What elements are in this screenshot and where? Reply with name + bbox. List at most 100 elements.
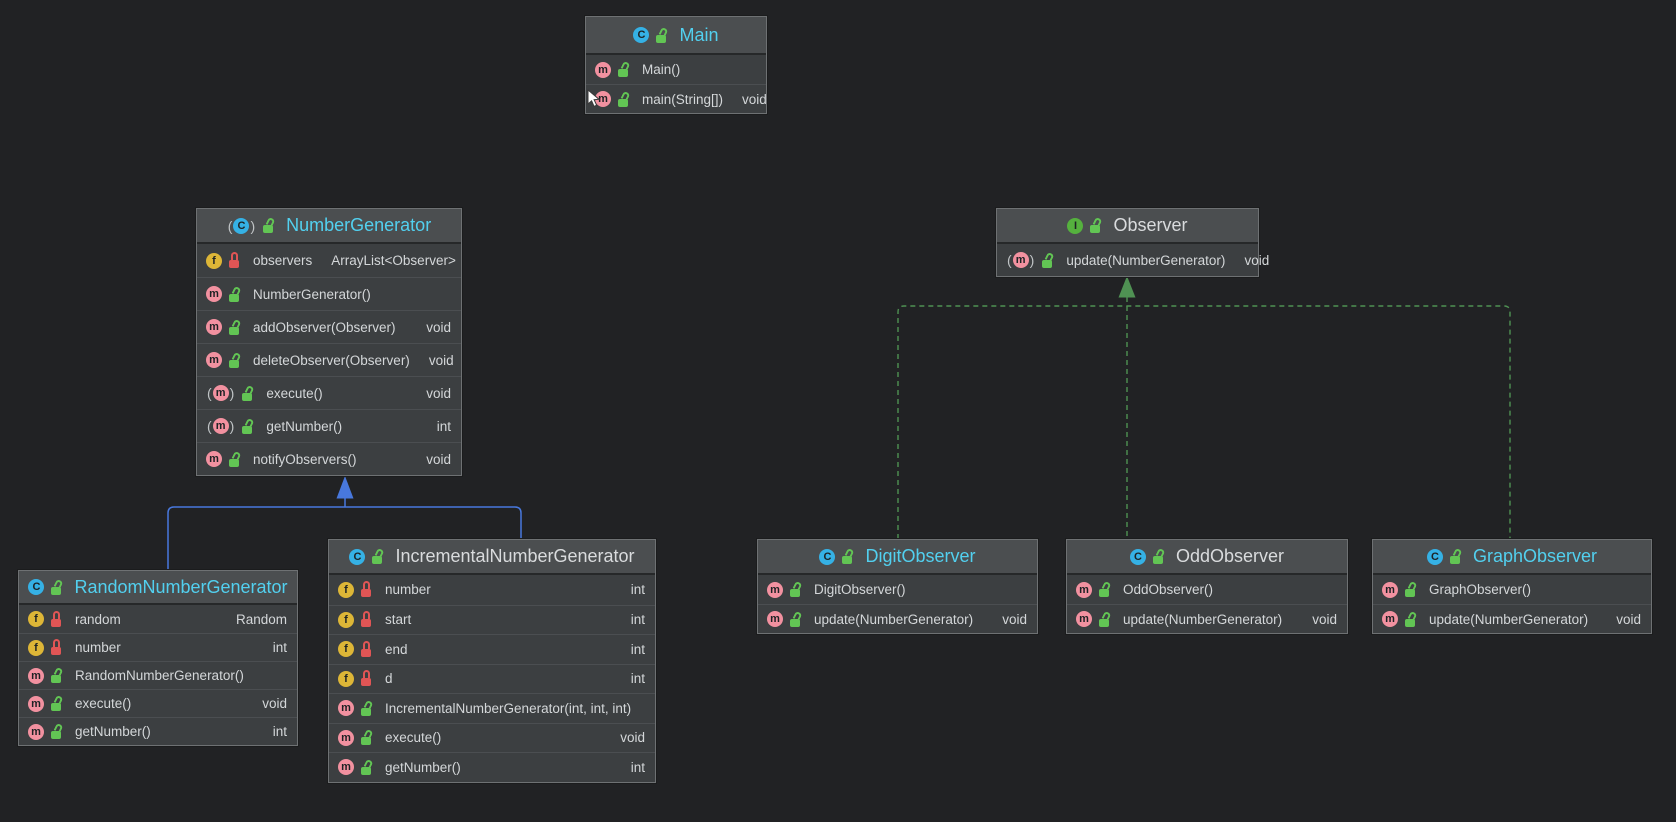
public-lock-icon xyxy=(229,318,242,335)
public-lock-icon xyxy=(51,694,64,711)
member-return-type: int xyxy=(272,724,287,739)
member-return-type: ArrayList<Observer> xyxy=(331,253,456,268)
method-icon: m xyxy=(206,451,222,467)
member-name: getNumber() xyxy=(385,759,461,775)
member-row[interactable]: m DigitObserver() xyxy=(758,575,1037,604)
method-icon: m xyxy=(595,61,611,78)
member-name: notifyObservers() xyxy=(253,451,357,467)
class-title: DigitObserver xyxy=(865,546,976,566)
method-icon: m xyxy=(1382,581,1398,598)
member-name: number xyxy=(75,640,121,655)
method-icon: m xyxy=(212,418,229,434)
public-lock-icon xyxy=(1099,580,1112,597)
method-icon: m xyxy=(212,385,229,401)
member-name: execute() xyxy=(385,730,442,746)
private-lock-icon xyxy=(361,611,374,628)
member-name: update(NumberGenerator) xyxy=(1066,252,1226,268)
member-row[interactable]: (m)update(NumberGenerator)void xyxy=(997,244,1269,276)
class-title: RandomNumberGenerator xyxy=(74,576,288,597)
member-return-type: void xyxy=(1616,611,1641,627)
member-return-type: int xyxy=(630,759,645,775)
method-icon: m xyxy=(595,91,611,107)
member-return-type: void xyxy=(1002,611,1027,627)
public-lock-icon xyxy=(1090,216,1103,233)
class-header[interactable]: (C)NumberGenerator xyxy=(197,209,461,242)
member-name: main(String[]) xyxy=(642,91,724,107)
member-return-type: int xyxy=(630,671,645,687)
member-name: execute() xyxy=(75,696,132,711)
member-return-type: int xyxy=(436,418,451,434)
method-icon: m xyxy=(1382,611,1398,627)
member-name: update(NumberGenerator) xyxy=(1429,611,1589,627)
public-lock-icon xyxy=(842,547,855,564)
field-icon: f xyxy=(28,611,44,627)
private-lock-icon xyxy=(229,252,242,268)
public-lock-icon xyxy=(242,384,255,401)
member-name: GraphObserver() xyxy=(1429,582,1532,597)
member-return-type: void xyxy=(1244,252,1270,268)
method-icon: m xyxy=(767,581,783,598)
member-name: deleteObserver(Observer) xyxy=(253,352,410,368)
field-icon: f xyxy=(338,611,354,628)
public-lock-icon xyxy=(1099,610,1112,627)
public-lock-icon xyxy=(361,729,374,746)
extends-relation-edge[interactable] xyxy=(167,476,522,570)
class-title: OddObserver xyxy=(1175,546,1285,566)
implements-relation-edge[interactable] xyxy=(897,276,1511,539)
member-row[interactable]: (m)getNumber()int xyxy=(197,409,461,442)
public-lock-icon xyxy=(51,578,64,595)
private-lock-icon xyxy=(361,640,374,657)
public-lock-icon xyxy=(372,547,385,564)
member-name: IncrementalNumberGenerator(int, int, int… xyxy=(385,700,632,716)
member-return-type: int xyxy=(272,640,287,655)
member-row[interactable]: (m)execute()void xyxy=(197,376,461,409)
implements-arrowhead-icon xyxy=(1118,276,1136,298)
member-name: DigitObserver() xyxy=(814,582,906,597)
member-row[interactable]: m GraphObserver() xyxy=(1373,575,1651,604)
member-row[interactable]: m update(NumberGenerator) void xyxy=(1373,604,1651,633)
interface-icon: I xyxy=(1067,217,1084,234)
extends-arrowhead-icon xyxy=(336,476,354,499)
public-lock-icon xyxy=(229,450,242,467)
